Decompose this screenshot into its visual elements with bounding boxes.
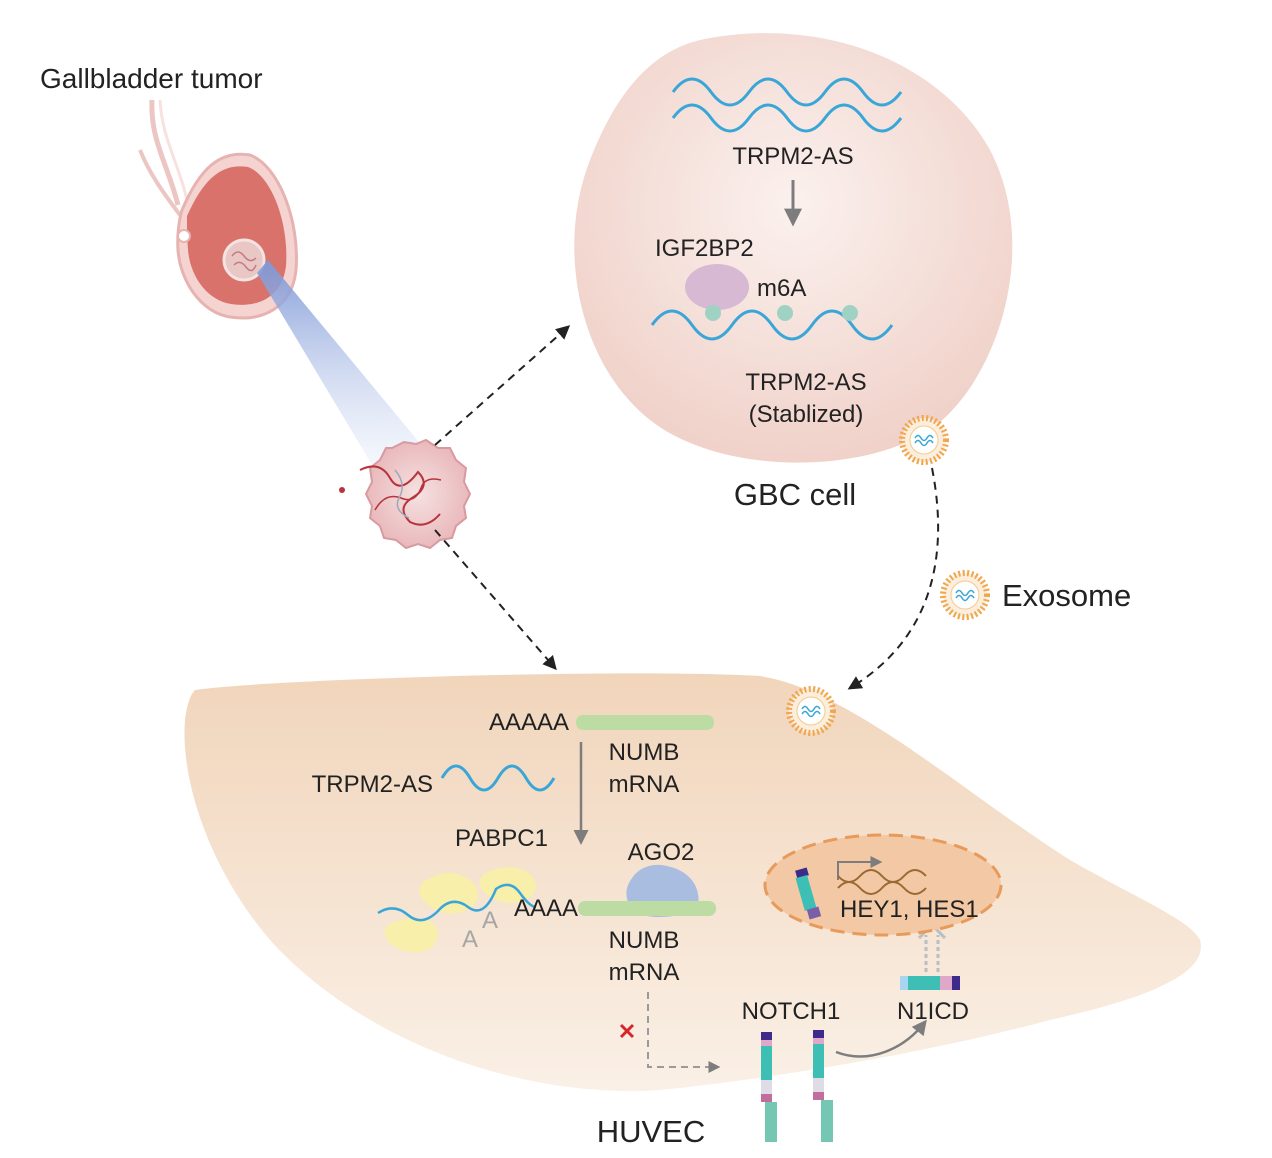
exosome-icon [902,418,946,462]
exosome-travel-arrow [847,467,940,690]
exosome-icon [943,573,987,617]
trpm2-as-label-gbc: TRPM2-AS [732,143,853,170]
numb-label: NUMB [609,739,680,766]
gbc-cell [574,33,1013,463]
inhibit-x-icon [619,1023,635,1039]
m6a-label: m6A [757,275,806,302]
notch1-label: NOTCH1 [742,998,841,1025]
rna-strand-icon [440,764,556,792]
gallbladder-tumor-label: Gallbladder tumor [40,63,263,94]
trpm2-as-label-huvec: TRPM2-AS [312,771,433,798]
gbc-cell-label: GBC cell [734,477,856,512]
stabilized-label: (Stablized) [749,401,864,428]
aaaaa-label: AAAAA [489,709,569,736]
transcription-arrow [837,856,883,880]
exosome-label: Exosome [1002,578,1131,613]
igf2bp2-label: IGF2BP2 [655,235,754,262]
numb-mrna-bar [578,901,716,916]
tumor-mass-icon [339,438,472,550]
huvec-label: HUVEC [597,1114,706,1149]
arrow-tumor-to-huvec [434,529,557,671]
exosome-icon [789,689,833,733]
numb-mrna-bar [576,715,714,730]
a-letter: A [482,907,498,934]
n1icd-fragment-icon [900,976,960,990]
notch1-receptor-icon [761,1032,777,1142]
m6a-marks [705,305,858,321]
ago2-label: AGO2 [628,839,695,866]
blocked-translation-arrow [647,992,721,1073]
trpm2-as-stabilized-label: TRPM2-AS [745,369,866,396]
mrna-label: mRNA [609,959,680,986]
stabilized-rna-strand [650,309,894,341]
n1icd-fragment-icon [795,867,822,920]
a-letter: A [462,926,478,953]
arrow-tumor-to-gbc [434,325,571,446]
dna-helix-icon [837,869,927,895]
hey1-hes1-label: HEY1, HES1 [840,896,979,923]
notch1-receptor-icon [813,1030,833,1142]
magnification-beam [257,260,438,478]
degrading-rna-strand [377,883,537,922]
n1icd-label: N1ICD [897,998,969,1025]
arrow-notch1-cleavage [835,1019,927,1058]
numb-label: NUMB [609,927,680,954]
aaaa-label: AAAA [514,895,578,922]
nucleus [763,833,1003,937]
pabpc1-label: PABPC1 [455,825,548,852]
rna-strand-icon [671,77,903,133]
mrna-label: mRNA [609,771,680,798]
igf2bp2-protein [685,264,749,310]
